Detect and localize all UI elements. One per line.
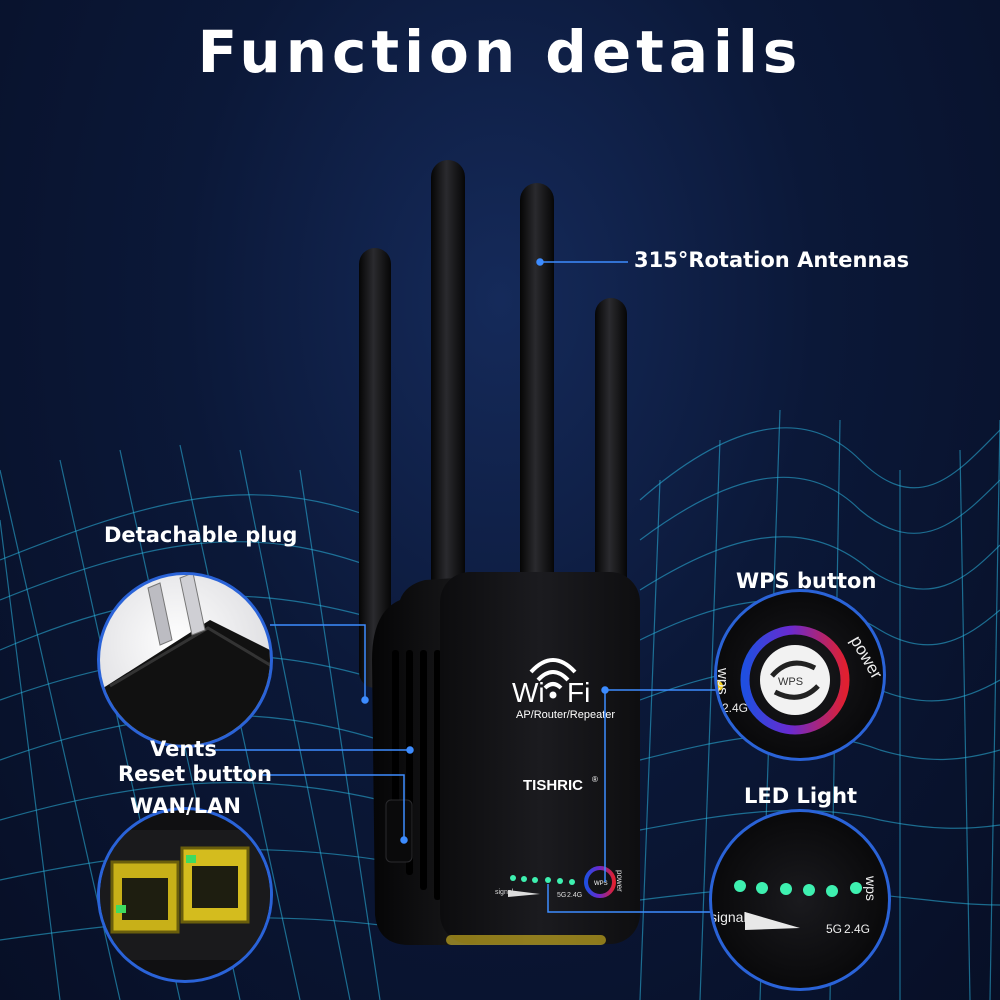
device-led-panel: signal 5G 2.4G WPS power	[495, 866, 624, 899]
device-wps-button-label: WPS	[594, 881, 608, 887]
device-subtitle: AP/Router/Repeater	[516, 709, 615, 721]
led-5g-label: 5G	[826, 922, 842, 936]
callout-lines	[215, 258, 718, 913]
registered-mark: ®	[592, 775, 598, 784]
vents-callout: Vents	[150, 737, 217, 761]
wan-lan-zoom-circle	[97, 807, 273, 983]
device-front	[440, 572, 640, 944]
antennas-callout: 315°Rotation Antennas	[634, 248, 910, 272]
reset-button-callout: Reset button	[118, 762, 272, 786]
plug-zoom-circle	[97, 572, 273, 748]
wifi-logo-left: Wi	[512, 677, 545, 708]
antenna-1	[359, 248, 391, 688]
wps-side-label: wps	[714, 667, 731, 695]
led-light-callout: LED Light	[744, 784, 858, 808]
brand-maker: TISHRIC	[523, 777, 583, 794]
wps-24g-label: 2.4G	[722, 701, 748, 715]
led-wps-label: wps	[863, 875, 879, 901]
device-signal-label: signal	[495, 889, 514, 896]
wps-zoom-circle: WPS wps 2.4G power	[714, 589, 886, 761]
wps-button-callout: WPS button	[736, 569, 877, 593]
antenna-3	[520, 183, 554, 593]
led-zoom-circle: signal 5G 2.4G wps	[709, 809, 891, 991]
plug-callout: Detachable plug	[104, 523, 298, 547]
page-title: Function details	[197, 18, 803, 86]
device-power-label: power	[615, 870, 624, 892]
wifi-logo: Wi Fi AP/Router/Repeater TISHRIC ®	[512, 658, 615, 794]
wan-lan-callout: WAN/LAN	[130, 794, 241, 818]
wps-button-label: WPS	[778, 676, 803, 688]
led-signal-label: signal	[710, 909, 747, 925]
device-5g-label: 5G	[557, 892, 566, 899]
wan-lan-port-cover	[385, 799, 413, 863]
antenna-2	[431, 160, 465, 600]
led-24g-label: 2.4G	[844, 922, 870, 936]
repeater-device	[372, 572, 640, 945]
wifi-logo-right: Fi	[567, 677, 590, 708]
device-24g-label: 2.4G	[567, 892, 582, 899]
